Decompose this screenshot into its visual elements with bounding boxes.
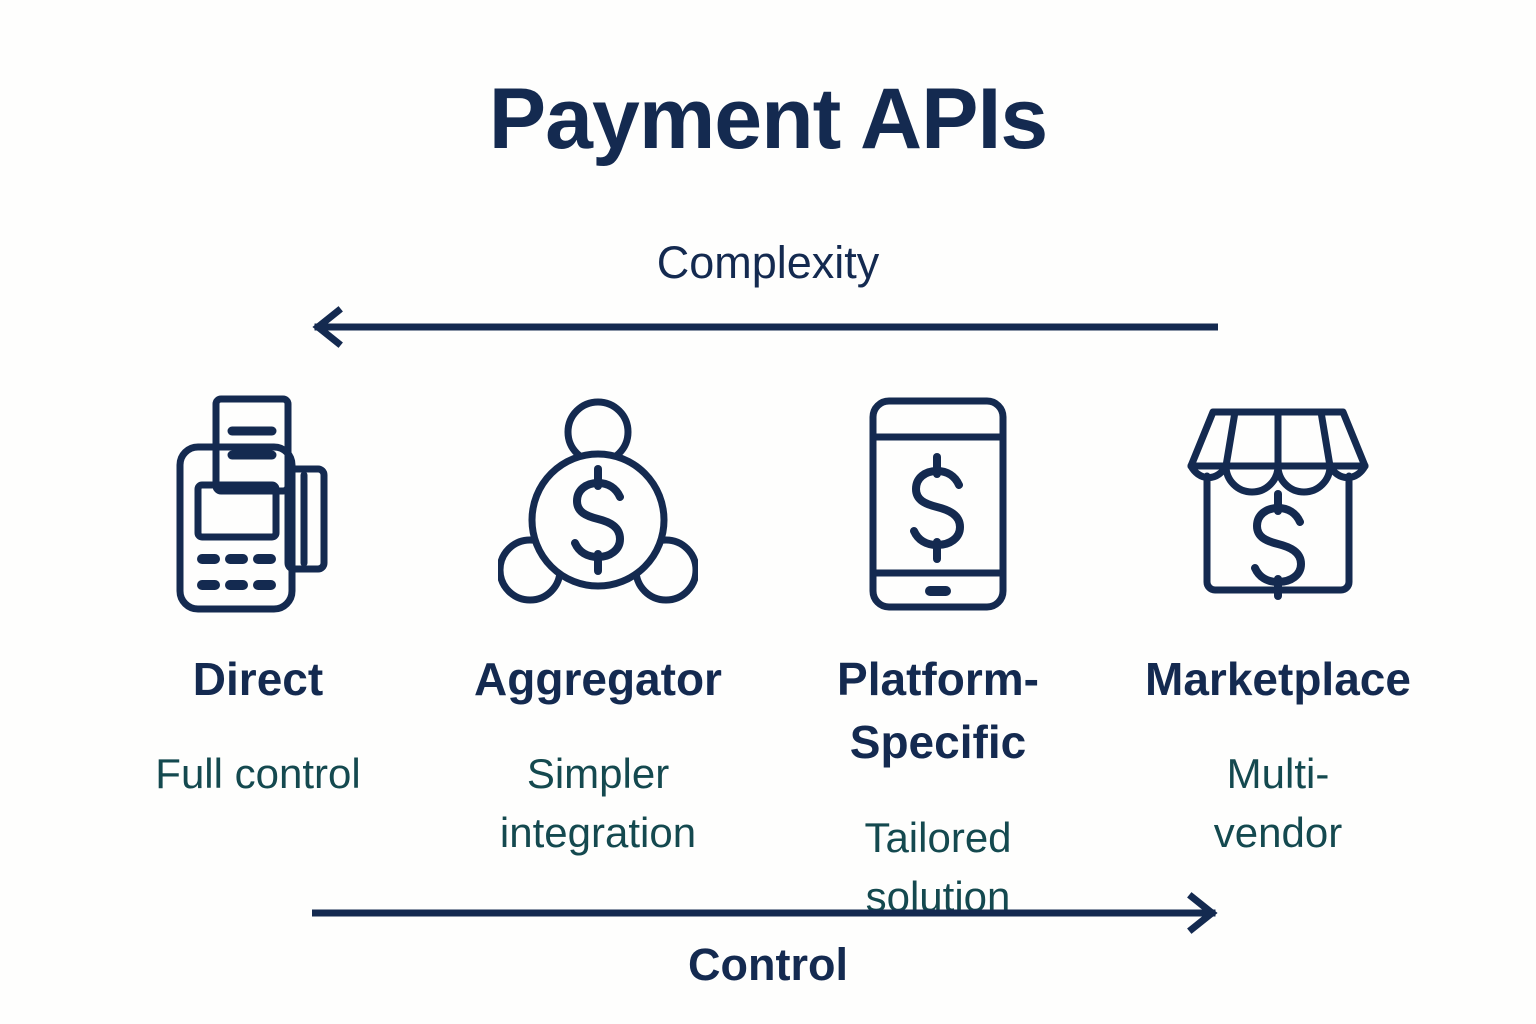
column-subtext: Multi-vendor — [1213, 750, 1343, 857]
column-label: Marketplace — [1145, 653, 1411, 705]
money-network-icon — [498, 388, 698, 620]
column-label: Direct — [192, 653, 324, 705]
column-platform-specific: Platform-Specific Tailored solution — [768, 388, 1108, 927]
pos-terminal-icon — [170, 388, 346, 620]
control-arrow-right — [312, 891, 1218, 935]
column-marketplace: Marketplace Multi-vendor — [1108, 388, 1448, 863]
column-label: Aggregator — [474, 653, 722, 705]
storefront-icon — [1185, 388, 1371, 620]
control-axis-label: Control — [688, 939, 848, 990]
column-label: Platform-Specific — [837, 653, 1039, 769]
page-title: Payment APIs — [488, 71, 1048, 167]
column-direct: Direct Full control — [88, 388, 428, 804]
column-subtext: Simpler integration — [499, 750, 697, 857]
category-columns: Direct Full control — [88, 388, 1448, 927]
complexity-axis-label: Complexity — [656, 237, 880, 288]
complexity-arrow-left — [312, 305, 1218, 349]
column-aggregator: Aggregator Simpler integration — [428, 388, 768, 863]
column-subtext: Full control — [155, 750, 361, 798]
mobile-payment-icon — [867, 388, 1009, 620]
